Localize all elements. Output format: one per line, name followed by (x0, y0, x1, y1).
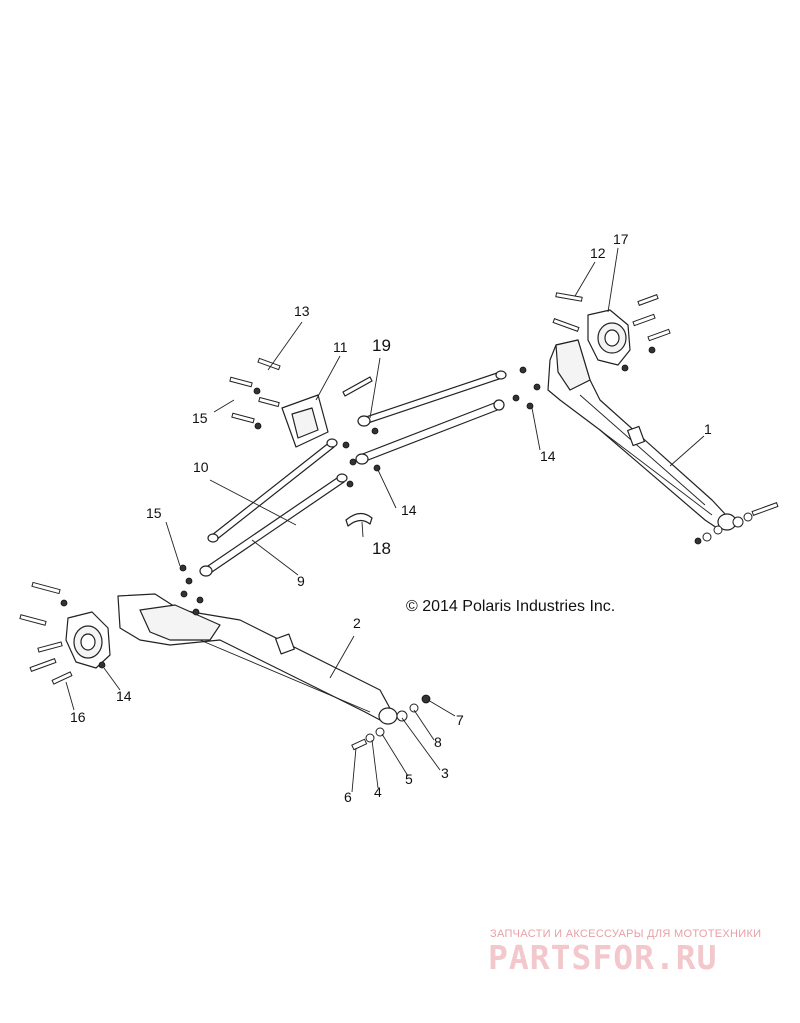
callout-2: 2 (353, 615, 361, 631)
watermark-logo: PARTSFOR.RU (488, 938, 718, 977)
callout-5: 5 (405, 771, 413, 787)
callout-10: 10 (193, 459, 209, 475)
callout-11: 11 (333, 339, 348, 355)
callout-3: 3 (441, 765, 449, 781)
callout-15-lower: 15 (146, 505, 162, 521)
callout-8: 8 (434, 734, 442, 750)
bearing-carrier-left (65, 611, 111, 669)
copyright-notice: © 2014 Polaris Industries Inc. (406, 598, 615, 615)
trailing-arm-left (117, 593, 398, 725)
callout-16: 16 (70, 709, 86, 725)
callout-7: 7 (456, 712, 464, 728)
stabilizer-links (342, 376, 373, 527)
bearing-carrier-right (587, 309, 631, 366)
mounting-bracket (281, 394, 329, 448)
callout-4: 4 (374, 784, 382, 800)
callout-9: 9 (297, 573, 305, 589)
callout-14-center: 14 (401, 502, 417, 518)
callout-1: 1 (704, 421, 712, 437)
control-arm-rods (199, 370, 507, 577)
watermark-tagline: ЗАПЧАСТИ И АКСЕССУАРЫ ДЛЯ МОТОТЕХНИКИ (490, 928, 762, 940)
callout-17: 17 (613, 231, 629, 247)
fasteners (19, 292, 779, 751)
callout-6: 6 (344, 789, 352, 805)
callout-12: 12 (590, 245, 606, 261)
callout-19: 19 (372, 336, 391, 355)
callout-numbers: 1 17 12 14 13 11 19 15 10 14 18 15 9 2 7… (70, 231, 712, 805)
leader-lines (65, 247, 705, 793)
callout-18: 18 (372, 539, 391, 558)
callout-14-left: 14 (116, 688, 132, 704)
trailing-arm-right (547, 339, 737, 531)
callout-13: 13 (294, 303, 310, 319)
callout-14-right: 14 (540, 448, 556, 464)
callout-15-upper: 15 (192, 410, 208, 426)
